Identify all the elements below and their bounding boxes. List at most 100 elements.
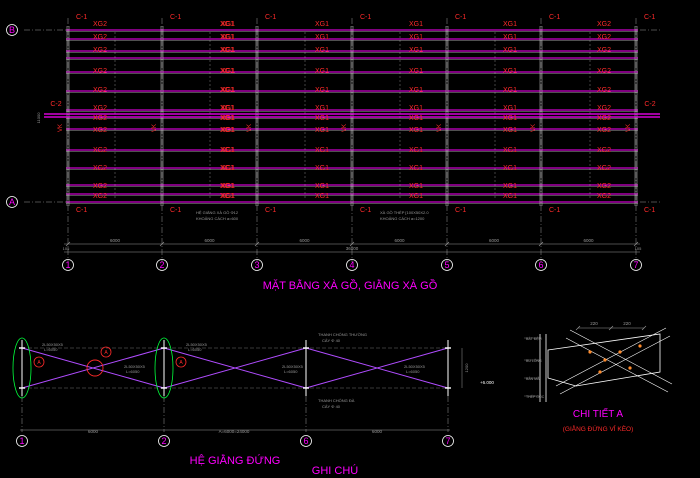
plan-purlin-label: XG2 [597, 193, 611, 200]
plan-note-left-b: KHOẢNG CÁCH a=600 [196, 216, 239, 221]
bracing-level-mark: +6.000 [480, 380, 494, 385]
detail-dim-tick [575, 325, 581, 331]
plan-row-bubble-a-label: A [9, 197, 15, 207]
plan-purlin-label: XG1 [315, 34, 329, 41]
plan-purlin-label: XG1 [503, 87, 517, 94]
plan-purlin-label: XG2 [93, 165, 107, 172]
plan-purlin-label: XG1 [409, 34, 423, 41]
plan-purlin-lines [44, 26, 660, 206]
plan-purlin-label: XG2 [93, 147, 107, 154]
bracing-note-bottom-a: THANH CHỐNG ĐÀ [318, 398, 355, 403]
plan-purlin-label: XG1 [315, 47, 329, 54]
plan-purlin-label: XG1 [220, 68, 234, 75]
detail-bolt [638, 344, 642, 348]
plan-purlin-label: XG1 [409, 87, 423, 94]
plan-column-label-bottom: C-1 [170, 207, 181, 214]
plan-purlin-label: XG2 [597, 21, 611, 28]
plan-column-label-top: C-1 [644, 14, 655, 21]
plan-vk-tag: VK [342, 124, 348, 132]
plan-purlin-label: XG1 [409, 68, 423, 75]
plan-column-label-top: C-1 [76, 14, 87, 21]
detail-subtitle: (GIẰNG ĐỨNG VỈ KÈO) [563, 424, 634, 433]
plan-purlin-label: XG1 [220, 193, 234, 200]
plan-column-bubble-label: 5 [444, 260, 449, 270]
plan-purlin-label: XG1 [315, 87, 329, 94]
plan-purlin-label: XG1 [221, 87, 235, 94]
plan-purlin-label: XG1 [503, 165, 517, 172]
plan-purlin-label: XG1 [220, 183, 234, 190]
plan-dimension-tick [65, 241, 71, 247]
detail-callout-4: THÉP GÓC [526, 394, 545, 399]
plan-total-dimension: 36000 [346, 246, 359, 251]
bracing-detail-tag-label: A [104, 350, 108, 356]
bracing-label-5: 2L50X50X5 [404, 364, 426, 369]
bracing-tag-label: A [179, 360, 183, 366]
plan-column-label-bottom: C-1 [644, 207, 655, 214]
detail-callout-3: BẢN MÃ [526, 376, 540, 381]
plan-column-bubble-circle [441, 259, 453, 271]
plan-purlin-label: XG1 [315, 127, 329, 134]
plan-purlin-label: XG1 [409, 165, 423, 172]
bracing-diagonal [305, 347, 449, 389]
bracing-column-bubble-circle [300, 435, 312, 447]
plan-column-label-bottom: C-1 [265, 207, 276, 214]
plan-column-label-top: C-1 [265, 14, 276, 21]
plan-column-bubble-label: 3 [254, 260, 259, 270]
plan-purlin-label: XG2 [597, 115, 611, 122]
plan-bay-dimension: 6000 [299, 238, 310, 243]
plan-purlin-label: XG1 [220, 87, 234, 94]
bracing-detail-tag-circle [100, 346, 112, 358]
detail-dim-tick [608, 325, 614, 331]
plan-purlin-label: XG1 [220, 147, 234, 154]
plan-column-label-top: C-1 [549, 14, 560, 21]
plan-column-bubble-label: 6 [538, 260, 543, 270]
plan-column-label-side-left: C-2 [50, 101, 61, 108]
plan-purlin-label: XG2 [597, 87, 611, 94]
bracing-column-bubble-label: 1 [19, 436, 24, 446]
plan-purlin-label: XG1 [221, 34, 235, 41]
plan-dimension-tick [254, 241, 260, 247]
plan-purlin-label: XG1 [221, 183, 235, 190]
plan-row-bubble-b-circle [6, 24, 18, 36]
plan-row-bubble-b-label: B [9, 25, 15, 35]
detail-dim-tick [641, 325, 647, 331]
plan-column-labels: C-1C-1C-1C-1C-1C-1C-1C-1C-1C-1C-1C-1C-1C… [50, 14, 655, 214]
plan-edge-dimension-left: 105 [63, 246, 70, 251]
plan-purlin-label: XG1 [409, 47, 423, 54]
plan-purlin-label: XG1 [503, 47, 517, 54]
bracing-column-bubble-label: 7 [445, 436, 450, 446]
bracing-column-bubble-circle [16, 435, 28, 447]
plan-purlin-label: XG1 [503, 183, 517, 190]
plan-dimension-tick [159, 241, 165, 247]
plan-purlin-label: XG2 [93, 127, 107, 134]
plan-purlin-label: XG1 [315, 183, 329, 190]
plan-purlin-label: XG2 [597, 127, 611, 134]
bracing-label-2: 2L50X50X5 [124, 364, 146, 369]
plan-dimension-tick [444, 241, 450, 247]
plan-purlin-label: XG1 [315, 165, 329, 172]
plan-vk-tag: VK [531, 124, 537, 132]
plan-purlin-label: XG2 [93, 47, 107, 54]
detail-title: CHI TIẾT A [573, 407, 624, 420]
plan-vk-tag: VK [626, 124, 632, 132]
detail-bolt [618, 350, 622, 354]
bracing-column-bubble-circle [158, 435, 170, 447]
plan-purlin-label: XG1 [503, 68, 517, 75]
detail-a-view: 220 220 BÁT ĐỆM BU LÔNG BẢN MÃ THÉP GÓC … [524, 321, 673, 433]
plan-purlin-label: XG2 [93, 115, 107, 122]
detail-dim-2: 220 [623, 321, 631, 326]
plan-column-label-side-right: C-2 [644, 101, 655, 108]
plan-bay-dimension: 6000 [204, 238, 215, 243]
plan-dimension-tick [633, 241, 639, 247]
plan-column-bubble-label: 4 [349, 260, 354, 270]
bracing-dim-2: A=6000=24000 [219, 429, 250, 434]
plan-column-label-top: C-1 [170, 14, 181, 21]
bracing-title: HỆ GIẰNG ĐỨNG [190, 454, 281, 467]
bracing-column-bubble-label: 6 [303, 436, 308, 446]
